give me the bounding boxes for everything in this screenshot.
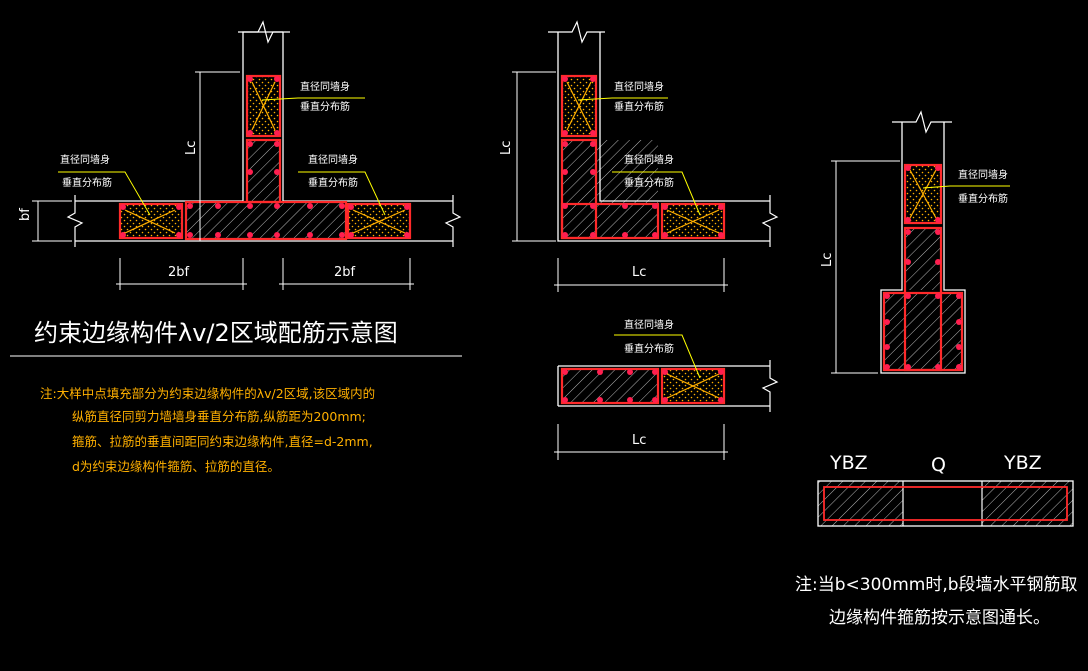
callout-t-left-2: 垂直分布筋 — [62, 176, 112, 189]
page-title: 约束边缘构件λv/2区域配筋示意图 — [34, 319, 398, 347]
dim-label-lc-t: Lc — [184, 141, 199, 155]
dim-lc-t — [195, 71, 240, 241]
callout-flange-1: 直径同墙身 — [958, 168, 1008, 181]
dim-lc-l-horiz — [554, 258, 728, 292]
note-left-line-3: 箍筋、拉筋的垂直间距同约束边缘构件,直径=d-2mm, — [72, 434, 373, 449]
break-symbol-l-right — [761, 195, 779, 247]
note-left-line-1: 注:大样中点填充部分为约束边缘构件的λv/2区域,该区域内的 — [40, 386, 375, 401]
hatched-core-h — [186, 202, 346, 239]
hatched-l-core — [562, 140, 658, 238]
flange-wall-outline — [880, 122, 966, 374]
stirrups-l — [560, 74, 726, 240]
flange-section-detail: Lc 直径同墙身 垂直分布筋 — [820, 110, 1010, 374]
callout-t-top-2: 垂直分布筋 — [300, 100, 350, 113]
callout-t-right-2: 垂直分布筋 — [308, 176, 358, 189]
rebar-dots-straight — [562, 369, 724, 403]
dim-label-2bf-left: 2bf — [168, 265, 190, 280]
dim-lc-l-vert — [512, 71, 556, 242]
dim-lc-flange — [831, 160, 900, 374]
label-q: Q — [931, 454, 946, 476]
break-symbol-flange — [892, 110, 952, 134]
callout-t-top-1: 直径同墙身 — [300, 80, 350, 93]
callout-straight-1: 直径同墙身 — [624, 318, 674, 331]
break-symbol-top — [238, 20, 290, 44]
note-left-line-2: 纵筋直径同剪力墙墙身垂直分布筋,纵筋距为200mm; — [72, 409, 366, 424]
ybz-right-hatch — [982, 481, 1073, 526]
stirrups-t — [118, 74, 412, 241]
note-right-line-1: 注:当b<300mm时,b段墙水平钢筋取 — [795, 575, 1078, 595]
label-ybz-left: YBZ — [829, 452, 868, 474]
dim-label-2bf-right: 2bf — [334, 265, 356, 280]
hatched-flange-core — [905, 228, 941, 290]
rebar-dots-flange — [884, 165, 962, 370]
label-ybz-right: YBZ — [1003, 452, 1042, 474]
callout-flange-2: 垂直分布筋 — [958, 192, 1008, 205]
straight-section-detail: Lc 直径同墙身 垂直分布筋 — [554, 318, 779, 460]
leaders-l — [577, 97, 701, 216]
dim-label-lc-l-vert: Lc — [499, 141, 514, 155]
note-left-line-4: d为约束边缘构件箍筋、拉筋的直径。 — [72, 459, 280, 474]
dim-label-lc-l-horiz: Lc — [632, 265, 646, 280]
break-symbol-right — [444, 195, 462, 247]
continuous-stirrup — [823, 486, 1068, 521]
straight-wall-outline — [557, 365, 770, 407]
leaders-flange — [922, 185, 1010, 189]
rebar-dots-l — [562, 76, 724, 238]
note-right-line-2: 边缘构件箍筋按示意图通长。 — [829, 608, 1050, 628]
break-symbol-l-top — [548, 20, 605, 44]
dim-label-lc-straight: Lc — [632, 433, 646, 448]
rebar-dots-t — [120, 76, 410, 238]
callout-l-top-2: 垂直分布筋 — [614, 100, 664, 113]
leaders-straight — [614, 334, 701, 379]
callout-t-right-1: 直径同墙身 — [308, 153, 358, 166]
break-symbol-left — [66, 195, 84, 247]
dim-2bf — [116, 258, 414, 290]
ybz-left-hatch — [818, 481, 903, 526]
l-section-detail: Lc Lc 直径同墙身 垂直分布筋 直径同墙身 垂直分布筋 — [499, 20, 779, 292]
dim-lc-straight — [554, 424, 728, 460]
hatched-straight-core — [562, 369, 658, 403]
callout-t-left-1: 直径同墙身 — [60, 153, 110, 166]
dim-bf — [32, 200, 72, 242]
callout-l-right-2: 垂直分布筋 — [624, 176, 674, 189]
callout-l-right-1: 直径同墙身 — [624, 153, 674, 166]
callout-straight-2: 垂直分布筋 — [624, 342, 674, 355]
break-symbol-straight — [761, 360, 779, 412]
ybz-q-detail: YBZ Q YBZ — [817, 452, 1074, 527]
callout-l-top-1: 直径同墙身 — [614, 80, 664, 93]
hatched-flange-base — [884, 293, 962, 370]
leaders-t — [58, 97, 386, 216]
dim-label-bf: bf — [18, 208, 33, 221]
dim-label-lc-flange: Lc — [820, 253, 835, 267]
stirrups-flange — [882, 163, 964, 372]
stirrups-straight — [560, 367, 726, 405]
t-section-detail: bf Lc 2bf 2bf 直径同墙身 垂直分布筋 直径同墙身 垂直分布筋 直径… — [18, 20, 462, 290]
